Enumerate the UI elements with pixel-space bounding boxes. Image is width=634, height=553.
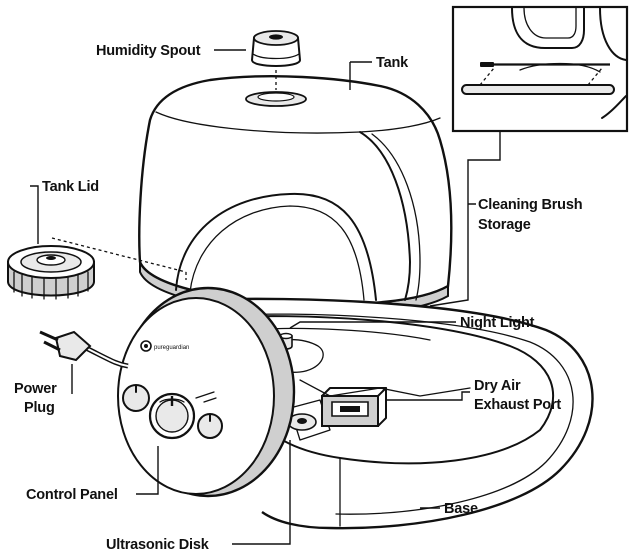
cleaning-brush-inset <box>451 5 629 133</box>
label-plug: Plug <box>24 400 55 416</box>
label-power: Power <box>14 381 57 397</box>
label-ultrasonic-disk: Ultrasonic Disk <box>106 537 210 553</box>
label-cleaning-brush-storage: Storage <box>478 217 531 233</box>
label-cleaning-brush: Cleaning Brush <box>478 197 582 213</box>
label-humidity-spout: Humidity Spout <box>96 43 201 59</box>
label-exhaust-port: Exhaust Port <box>474 397 561 413</box>
labels: Humidity Spout Tank Tank Lid Cleaning Br… <box>14 43 583 553</box>
tank-lid <box>7 237 187 300</box>
label-base: Base <box>444 501 478 517</box>
leader-lines <box>30 49 501 545</box>
power-plug <box>39 330 129 369</box>
control-panel: pureguardian <box>117 286 296 498</box>
tank <box>138 70 453 316</box>
label-control-panel: Control Panel <box>26 487 118 503</box>
label-dry-air: Dry Air <box>474 378 521 394</box>
humidity-spout <box>250 30 302 67</box>
base <box>195 297 594 530</box>
label-tank-lid: Tank Lid <box>42 179 99 195</box>
label-tank: Tank <box>376 55 409 71</box>
label-night-light: Night Light <box>460 315 535 331</box>
brand-logo-text: pureguardian <box>154 345 189 351</box>
